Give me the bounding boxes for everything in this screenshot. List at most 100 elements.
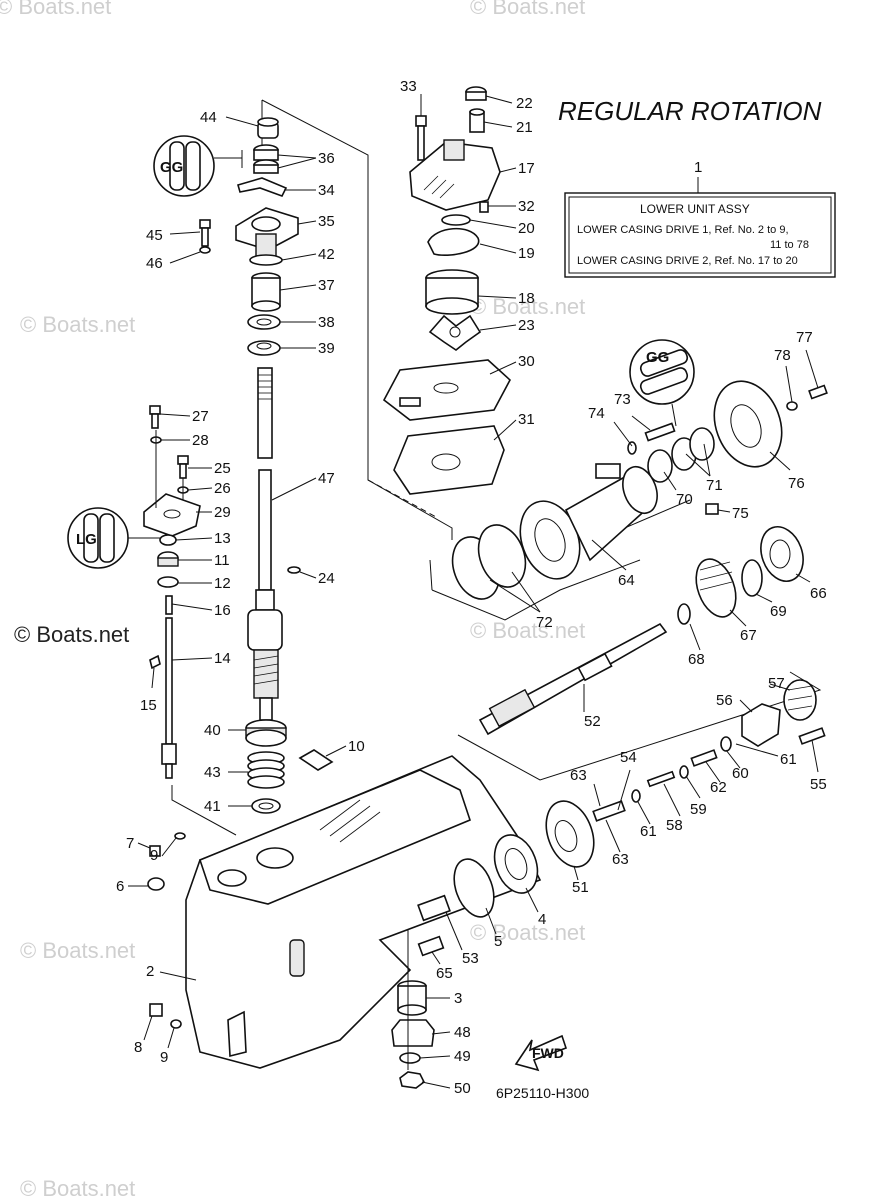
callout-63-upper: 63 — [570, 767, 587, 784]
fwd-arrow: FWD — [514, 1034, 568, 1072]
callout-58: 58 — [666, 817, 683, 834]
driveshaft-group — [199, 117, 334, 814]
callout-35: 35 — [318, 213, 335, 230]
part-42-oring — [249, 254, 283, 266]
part-10-seal — [298, 749, 334, 771]
watermark-bottom: © Boats.net — [20, 1176, 135, 1200]
callout-31: 31 — [518, 411, 535, 428]
callout-23: 23 — [518, 317, 535, 334]
water-pump-group — [382, 86, 511, 495]
callout-33: 33 — [400, 78, 417, 95]
watermark-left-upper: © Boats.net — [20, 312, 135, 337]
callout-5: 5 — [494, 933, 502, 950]
reverse-gear-group — [677, 526, 804, 625]
callout-11: 11 — [214, 552, 230, 569]
callout-55: 55 — [810, 776, 827, 793]
callout-15: 15 — [140, 697, 157, 714]
fwd-label: FWD — [532, 1045, 564, 1061]
pinion-group — [391, 894, 451, 1089]
callout-56: 56 — [716, 692, 733, 709]
part-36-oil-seals — [253, 144, 279, 174]
callout-74: 74 — [588, 405, 605, 422]
callout-66: 66 — [810, 585, 827, 602]
callout-52: 52 — [584, 713, 601, 730]
watermarks: © Boats.net © Boats.net © Boats.net © Bo… — [0, 0, 585, 1200]
callout-21: 21 — [516, 119, 533, 136]
callout-18: 18 — [518, 290, 535, 307]
callout-73: 73 — [614, 391, 631, 408]
callout-65: 65 — [436, 965, 453, 982]
callout-26: 26 — [214, 480, 231, 497]
callout-20: 20 — [518, 220, 535, 237]
callout-9-lower: 9 — [160, 1049, 168, 1066]
callout-36: 36 — [318, 150, 335, 167]
propeller-shaft — [478, 622, 668, 736]
callout-4: 4 — [538, 911, 546, 928]
info-box-heading: LOWER UNIT ASSY — [640, 202, 750, 216]
info-box-line2: 11 to 78 — [770, 239, 809, 251]
part-46-washer — [199, 246, 211, 254]
part-37-bearing — [251, 272, 281, 312]
callout-29: 29 — [214, 504, 231, 521]
callout-78: 78 — [774, 347, 791, 364]
callout-76: 76 — [788, 475, 805, 492]
callout-53: 53 — [462, 950, 479, 967]
part-45-bolt — [199, 219, 211, 247]
callout-14: 14 — [214, 650, 231, 667]
callout-32: 32 — [518, 198, 535, 215]
detail-label-2: LG — [76, 531, 97, 548]
callout-68: 68 — [688, 651, 705, 668]
detail-label-3: GG — [646, 349, 669, 366]
callout-16: 16 — [214, 602, 231, 619]
casing-fasteners — [147, 832, 186, 1029]
callout-54: 54 — [620, 749, 637, 766]
callout-75: 75 — [732, 505, 749, 522]
callout-43: 43 — [204, 764, 221, 781]
callout-19: 19 — [518, 245, 535, 262]
callout-30: 30 — [518, 353, 535, 370]
callout-77: 77 — [796, 329, 813, 346]
callout-62: 62 — [710, 779, 727, 796]
callout-25: 25 — [214, 460, 231, 477]
part-24-key — [287, 566, 301, 574]
callout-40: 40 — [204, 722, 221, 739]
watermark-left-middle: © Boats.net — [14, 622, 129, 647]
callout-7: 7 — [126, 835, 134, 852]
watermark-right-upper: © Boats.net — [470, 294, 585, 319]
callout-38: 38 — [318, 314, 335, 331]
callout-8: 8 — [134, 1039, 142, 1056]
callout-50: 50 — [454, 1080, 471, 1097]
detail-balloons: GG LG GG — [67, 135, 695, 569]
housing-seals-group — [627, 380, 828, 515]
leader-lines — [128, 94, 819, 1089]
callout-57: 57 — [768, 675, 785, 692]
callout-72: 72 — [536, 614, 553, 631]
watermark-top-left: © Boats.net — [0, 0, 111, 19]
callout-6: 6 — [116, 878, 124, 895]
part-35-housing — [235, 207, 299, 257]
callout-60: 60 — [732, 765, 749, 782]
callout-69: 69 — [770, 603, 787, 620]
callout-39: 39 — [318, 340, 335, 357]
watermark-right-middle: © Boats.net — [470, 618, 585, 643]
callout-9-upper: 9 — [150, 847, 158, 864]
callout-67: 67 — [740, 627, 757, 644]
detail-label-1: GG — [160, 159, 183, 176]
lower-casing — [185, 755, 542, 1069]
callout-61-left: 61 — [640, 823, 657, 840]
prop-shaft-housing — [451, 463, 658, 600]
callout-48: 48 — [454, 1024, 471, 1041]
callout-3: 3 — [454, 990, 462, 1007]
callout-13: 13 — [214, 530, 231, 547]
part-47-drive-shaft — [247, 367, 283, 721]
info-box: 1 LOWER UNIT ASSY LOWER CASING DRIVE 1, … — [564, 159, 836, 278]
watermark-left-lower: © Boats.net — [20, 938, 135, 963]
part-34-clip — [237, 177, 288, 197]
callout-47: 47 — [318, 470, 335, 487]
callout-1: 1 — [694, 159, 702, 176]
watermark-top-right: © Boats.net — [470, 0, 585, 19]
callout-71: 71 — [706, 477, 723, 494]
callout-46: 46 — [146, 255, 163, 272]
callout-63-lower: 63 — [612, 851, 629, 868]
